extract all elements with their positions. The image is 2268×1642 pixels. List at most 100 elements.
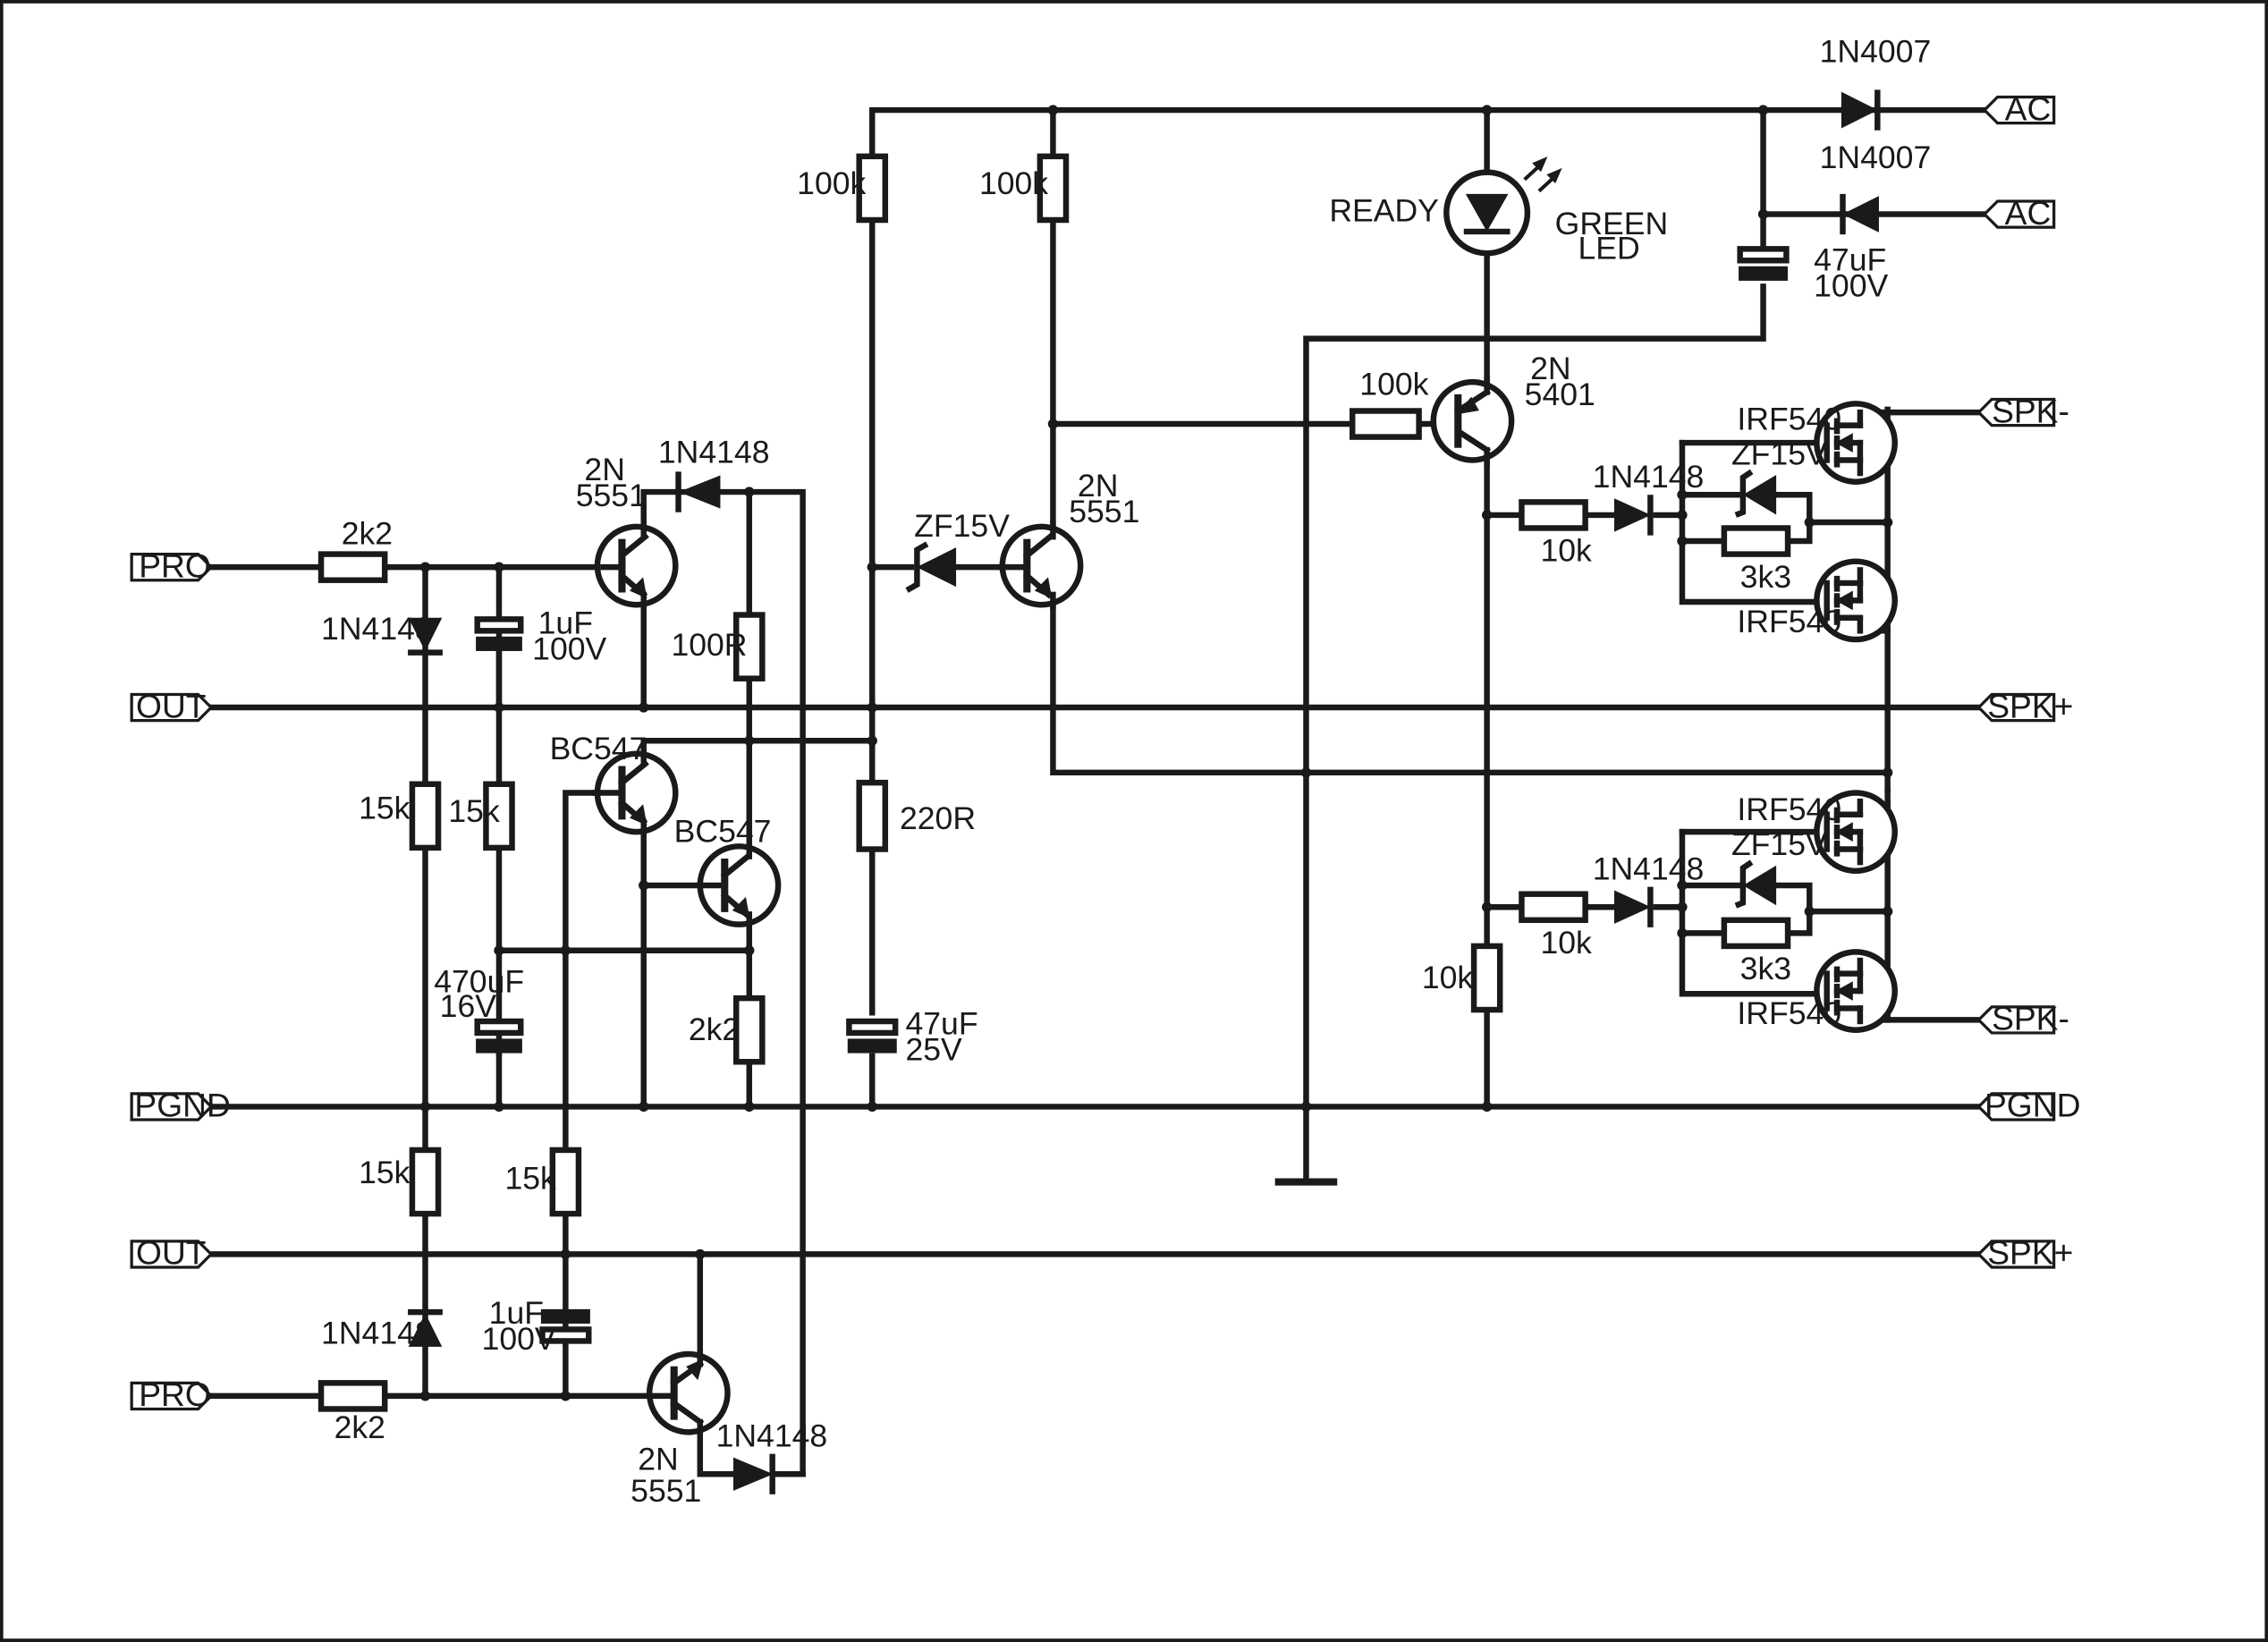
port-spk-plus-top: SPK+ bbox=[1976, 687, 2073, 724]
diode-1n4148-bottom bbox=[732, 1453, 775, 1494]
label-r-pro-top: 2k2 bbox=[342, 515, 393, 551]
label-c-470-value: 470uF bbox=[434, 964, 524, 1000]
resistor-15k-d bbox=[549, 1147, 582, 1217]
junction-dots bbox=[419, 105, 1893, 1401]
resistor-2k2-pro-bottom bbox=[317, 1380, 388, 1412]
transistor-bc547-b bbox=[700, 846, 778, 929]
diode-1n4148-pro-top bbox=[408, 617, 443, 656]
resistor-15k-a bbox=[409, 781, 442, 851]
port-ac-bottom-label: AC bbox=[2005, 194, 2052, 232]
port-spk-minus-bottom: SPK- bbox=[1976, 1000, 2069, 1037]
label-r-15k-c: 15k bbox=[359, 1155, 410, 1190]
label-mosfet-1: IRF540 bbox=[1737, 402, 1841, 437]
label-z-gate-top: ZF15V bbox=[1731, 436, 1827, 471]
label-c-470-voltage: 16V bbox=[440, 988, 497, 1024]
label-c-pro-top-value: 1uF bbox=[538, 605, 593, 641]
label-c-47-25-value: 47uF bbox=[905, 1006, 977, 1042]
label-q-bottom-line1: 2N bbox=[638, 1441, 678, 1477]
port-out-bottom-label: OUT bbox=[136, 1234, 207, 1272]
label-d-ac-top: 1N4007 bbox=[1820, 34, 1932, 70]
resistor-3k3-bottom bbox=[1721, 917, 1791, 950]
diode-1n4007-ac-top bbox=[1841, 89, 1881, 131]
port-pro-top-label: PRO bbox=[139, 546, 211, 584]
mosfet-irf540-3 bbox=[1814, 790, 1898, 875]
transistor-2n5551-top bbox=[597, 521, 675, 610]
label-z-gate-bottom: ZF15V bbox=[1731, 826, 1827, 862]
label-q-top-left-line2: 5551 bbox=[576, 478, 647, 513]
mosfets bbox=[1814, 401, 1898, 1033]
label-led-green-line1: GREEN bbox=[1555, 206, 1669, 241]
diodes bbox=[408, 89, 1881, 1494]
wires bbox=[207, 106, 1988, 1477]
port-ac-top: AC bbox=[1982, 89, 2056, 127]
port-spk-minus-top: SPK- bbox=[1976, 392, 2069, 429]
resistor-220r bbox=[856, 779, 889, 852]
diode-1n4148-gate-bottom bbox=[1613, 886, 1654, 927]
label-r-100k-a: 100k bbox=[797, 165, 866, 201]
label-r-10k-vertical: 10k bbox=[1422, 960, 1474, 995]
diode-1n4148-gate-top bbox=[1613, 495, 1654, 536]
label-r-10k-bottom: 10k bbox=[1540, 925, 1592, 961]
label-q-pnp-line2: 5401 bbox=[1525, 377, 1595, 412]
resistor-100k-b bbox=[1037, 153, 1070, 224]
zener-zf15v-mid bbox=[905, 541, 957, 593]
mosfet-irf540-2 bbox=[1814, 558, 1898, 643]
resistor-10k-vertical bbox=[1470, 943, 1503, 1013]
label-q-top-left-line1: 2N bbox=[584, 452, 624, 487]
port-out-bottom: OUT bbox=[130, 1234, 214, 1272]
label-z-15v: ZF15V bbox=[914, 508, 1010, 544]
resistor-2k2-mid bbox=[732, 995, 766, 1065]
label-r-15k-a: 15k bbox=[359, 791, 410, 826]
zener-zf15v-gate-top bbox=[1734, 469, 1777, 518]
port-ac-bottom: AC bbox=[1982, 194, 2056, 232]
capacitor-1uf-bottom bbox=[539, 1308, 592, 1344]
transistor-bc547-a bbox=[591, 749, 676, 838]
capacitor-1uf-top bbox=[474, 616, 524, 711]
label-r-15k-d: 15k bbox=[504, 1161, 556, 1197]
resistor-10k-top bbox=[1519, 499, 1588, 531]
label-q-bc547-b: BC547 bbox=[674, 813, 772, 849]
diode-1n4007-ac-bottom bbox=[1840, 193, 1879, 235]
transistor-2n5551-mid bbox=[997, 521, 1080, 610]
port-flags: PRO OUT PGND OUT PRO AC AC SPK- bbox=[130, 89, 2080, 1413]
port-out-top-label: OUT bbox=[136, 687, 207, 724]
label-r-220r: 220R bbox=[900, 800, 976, 836]
diode-1n4148-pro-bottom bbox=[408, 1308, 443, 1347]
label-led-green-line2: LED bbox=[1578, 231, 1640, 267]
port-pgnd-left: PGND bbox=[130, 1087, 231, 1124]
zener-zf15v-gate-bottom bbox=[1734, 859, 1777, 909]
label-d-pro-top: 1N4148 bbox=[321, 611, 433, 647]
diode-1n4148-top-center bbox=[675, 471, 721, 512]
label-c-47-25-voltage: 25V bbox=[905, 1032, 962, 1068]
capacitors bbox=[474, 246, 1790, 1344]
label-mosfet-2: IRF540 bbox=[1737, 604, 1841, 639]
port-pro-top: PRO bbox=[130, 546, 214, 584]
label-d-bottom: 1N4148 bbox=[716, 1418, 828, 1454]
label-r-100r: 100R bbox=[671, 627, 747, 663]
port-pro-bottom: PRO bbox=[130, 1375, 214, 1413]
label-r-2k2-mid: 2k2 bbox=[689, 1011, 740, 1047]
capacitor-47uf-25v bbox=[846, 1018, 899, 1054]
resistor-15k-c bbox=[409, 1147, 442, 1217]
label-c-47-100-value: 47uF bbox=[1814, 242, 1886, 278]
label-led-ready: READY bbox=[1329, 193, 1439, 229]
port-spk-minus-bottom-label: SPK- bbox=[1992, 1000, 2069, 1037]
label-r-pro-bottom: 2k2 bbox=[334, 1409, 385, 1445]
label-q-bottom-line2: 5551 bbox=[630, 1473, 701, 1509]
capacitor-470uf bbox=[474, 1018, 524, 1110]
resistor-15k-b bbox=[483, 781, 515, 851]
port-pgnd-right-label: PGND bbox=[1984, 1087, 2080, 1124]
label-q-mid-line2: 5551 bbox=[1069, 494, 1139, 529]
port-spk-plus-top-label: SPK+ bbox=[1987, 687, 2073, 724]
label-d-top-center: 1N4148 bbox=[658, 435, 770, 470]
label-r-15k-b: 15k bbox=[448, 793, 500, 829]
port-pro-bottom-label: PRO bbox=[139, 1375, 211, 1413]
label-r-10k-top: 10k bbox=[1540, 533, 1592, 569]
resistors bbox=[317, 153, 1791, 1412]
label-d-ac-bottom: 1N4007 bbox=[1820, 140, 1932, 175]
transistor-2n5551-bottom bbox=[646, 1350, 731, 1435]
label-r-100k-b: 100k bbox=[979, 165, 1048, 201]
label-mosfet-3: IRF540 bbox=[1737, 791, 1841, 827]
